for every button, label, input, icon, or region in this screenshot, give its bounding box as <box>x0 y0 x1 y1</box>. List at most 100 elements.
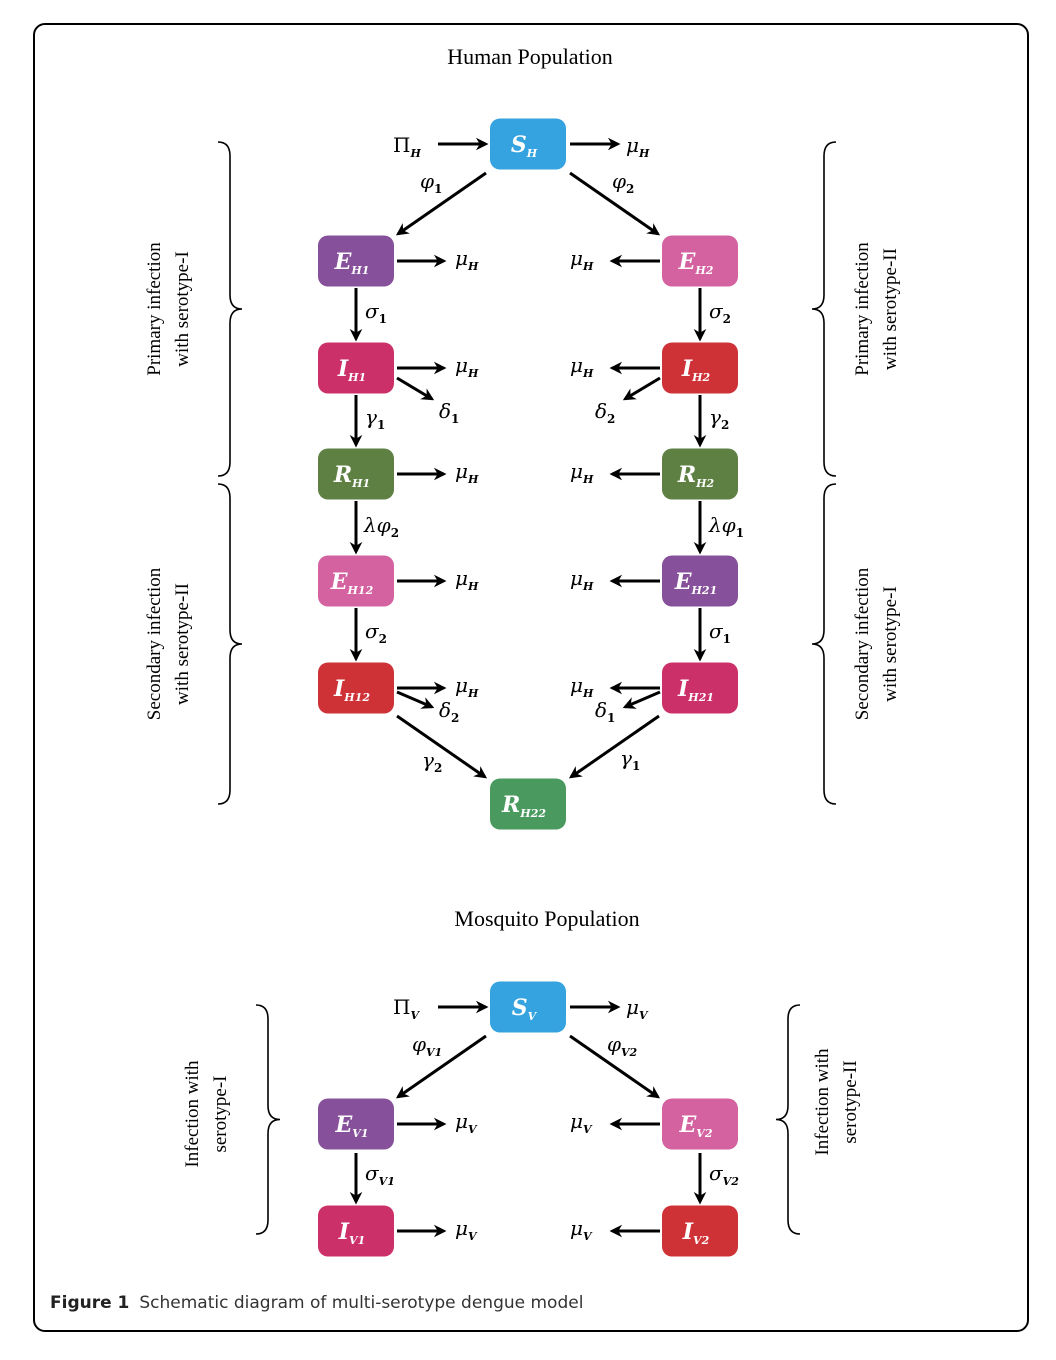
compartment-ih21: IH21 <box>662 662 738 714</box>
brace-label-line1: Primary infection <box>852 242 873 376</box>
recruitment-rate-label: ΠV <box>393 995 420 1022</box>
compartment-eh12: EH12 <box>318 555 394 607</box>
compartment-box <box>318 1098 394 1150</box>
mosquito-population-title: Mosquito Population <box>454 906 639 931</box>
compartment-sh: SH <box>490 118 566 170</box>
compartment-label: EH12 <box>330 569 374 597</box>
progression-rate-label: σ2 <box>365 619 387 646</box>
mortality-rate-label: μV <box>626 995 649 1022</box>
compartment-label: EV2 <box>679 1112 713 1140</box>
compartment-iv2: IV2 <box>662 1205 738 1257</box>
compartment-box <box>318 342 394 394</box>
compartment-box <box>662 1098 738 1150</box>
secondary-infection-rate-label: λφ2 <box>363 513 399 540</box>
brace-label: Secondary infection with serotype-I <box>852 567 901 720</box>
compartment-ev2: EV2 <box>662 1098 738 1150</box>
curly-brace <box>255 1004 281 1235</box>
disease-death-rate-label: δ1 <box>595 698 615 725</box>
mortality-rate-label: μH <box>455 353 479 380</box>
compartment-label: EV1 <box>335 1112 369 1140</box>
brace-label-line1: Secondary infection <box>852 567 873 720</box>
disease-death-rate-label: δ1 <box>439 399 459 426</box>
compartment-ev1: EV1 <box>318 1098 394 1150</box>
compartment-label: SH <box>511 132 538 160</box>
mortality-rate-label: μH <box>570 459 594 486</box>
compartment-box <box>490 118 566 170</box>
figure-frame <box>33 23 1029 1332</box>
mortality-rate-label: μV <box>570 1109 593 1136</box>
human-population-title: Human Population <box>447 44 613 69</box>
disease-death-arrow <box>396 376 435 401</box>
progression-rate-label: σV1 <box>365 1161 395 1188</box>
compartment-ih2: IH2 <box>662 342 738 394</box>
mortality-rate-label: μH <box>570 566 594 593</box>
recruitment-rate-label: ΠH <box>393 133 421 160</box>
brace-label-line1: Infection with <box>812 1048 833 1156</box>
infection-arrow <box>395 171 487 236</box>
compartment-label: IV1 <box>338 1219 366 1247</box>
compartment-box <box>662 342 738 394</box>
compartment-label: IH1 <box>337 356 366 384</box>
compartment-box <box>662 448 738 500</box>
disease-death-arrow <box>622 376 661 401</box>
compartment-ih12: IH12 <box>318 662 394 714</box>
infection-rate-label: φV2 <box>607 1032 638 1059</box>
compartment-label: IV2 <box>682 1219 710 1247</box>
braces <box>217 141 837 1235</box>
brace-label-line1: Infection with <box>182 1060 203 1168</box>
progression-rate-label: σ2 <box>709 299 731 326</box>
mortality-rate-label: μH <box>455 566 479 593</box>
figure-caption-text: Schematic diagram of multi-serotype deng… <box>139 1293 584 1313</box>
curly-brace <box>775 1004 801 1235</box>
compartment-box <box>662 1205 738 1257</box>
compartment-ih1: IH1 <box>318 342 394 394</box>
compartment-eh1: EH1 <box>318 235 394 287</box>
compartment-rh1: RH1 <box>318 448 394 500</box>
mortality-rate-label: μH <box>455 459 479 486</box>
mortality-rate-label: μV <box>570 1216 593 1243</box>
compartment-box <box>662 555 738 607</box>
disease-death-arrow <box>622 690 661 709</box>
infection-rate-label: φ2 <box>612 169 634 196</box>
infection-arrow <box>395 1034 487 1099</box>
mortality-rate-label: μV <box>455 1109 478 1136</box>
compartment-eh2: EH2 <box>662 235 738 287</box>
compartment-label: IH21 <box>677 676 714 704</box>
brace-label-line2: with serotype-II <box>172 583 193 705</box>
compartment-rh2: RH2 <box>662 448 738 500</box>
progression-rate-label: σ1 <box>365 299 387 326</box>
recovery-rate-label: γ1 <box>365 405 385 432</box>
compartment-box <box>318 448 394 500</box>
flow-arrows <box>349 137 707 1238</box>
infection-arrow <box>569 171 661 236</box>
compartment-box <box>318 235 394 287</box>
recovery-rate-label: γ1 <box>620 746 640 773</box>
compartment-label: EH21 <box>674 569 717 597</box>
infection-arrow <box>569 1034 661 1099</box>
compartment-rh22: RH22 <box>490 778 566 830</box>
infection-rate-label: φ1 <box>420 169 442 196</box>
disease-death-rate-label: δ2 <box>595 399 615 426</box>
compartment-box <box>662 235 738 287</box>
compartment-label: IH12 <box>333 676 370 704</box>
mortality-rate-label: μH <box>570 353 594 380</box>
curly-brace <box>811 483 837 805</box>
compartment-iv1: IV1 <box>318 1205 394 1257</box>
compartment-box <box>662 662 738 714</box>
brace-label-line2: with serotype-I <box>880 586 901 702</box>
brace-label: Infection with serotype-I <box>182 1060 231 1168</box>
compartment-label: RH22 <box>501 792 546 820</box>
compartment-label: IH2 <box>681 356 711 384</box>
infection-rate-label: φV1 <box>412 1032 442 1059</box>
progression-rate-label: σ1 <box>709 619 731 646</box>
brace-label-line2: serotype-II <box>840 1060 861 1143</box>
brace-label-line2: serotype-I <box>210 1075 231 1152</box>
mortality-rate-label: μH <box>570 246 594 273</box>
recovery-rate-label: γ2 <box>709 405 729 432</box>
compartment-label: RH2 <box>677 462 715 490</box>
